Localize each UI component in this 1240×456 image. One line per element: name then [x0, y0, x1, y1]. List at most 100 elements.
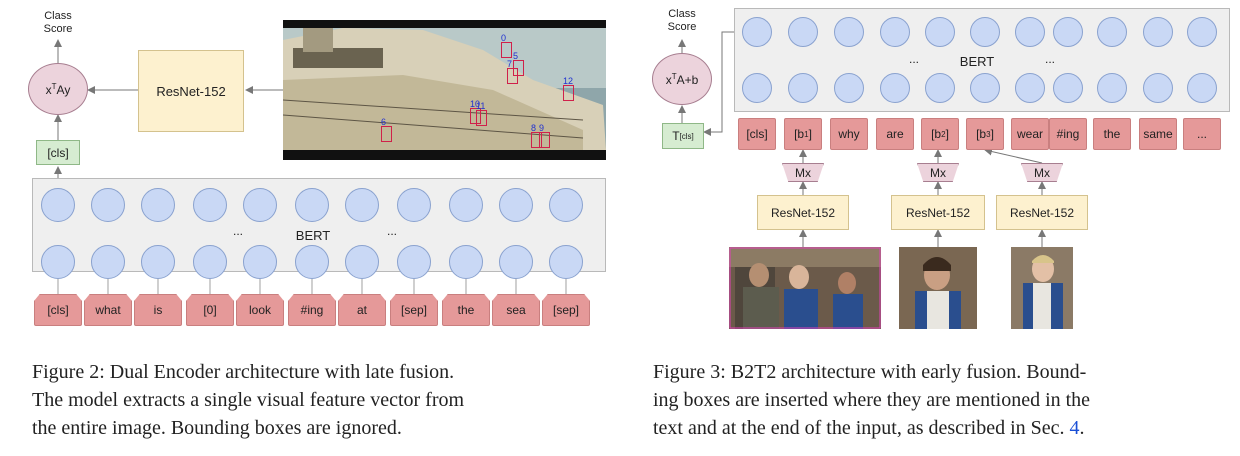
fig2-bert-node — [193, 188, 227, 222]
fig2-bert-node — [397, 245, 431, 279]
fig2-resnet-label: ResNet-152 — [156, 83, 226, 99]
fig2-bounding-box: 7 — [507, 59, 518, 84]
fig2-bert-node — [449, 188, 483, 222]
fig2-token: [0] — [186, 294, 234, 326]
fig3-token: #ing — [1049, 118, 1087, 150]
fig2-bert-node — [397, 188, 431, 222]
fig2-score-fn-text: xTAy — [45, 81, 71, 97]
fig2-bert-node — [91, 188, 125, 222]
fig3-mx-3: Mx — [1021, 163, 1063, 182]
fig2-bounding-box: 0 — [501, 33, 512, 58]
fig3-photo-full — [729, 247, 881, 329]
fig3-bert-label: BERT — [959, 54, 995, 69]
fig3-caption-line-1: Figure 3: B2T2 architecture with early f… — [653, 361, 1087, 383]
fig2-bert-node — [41, 188, 75, 222]
fig3-photo-crop-1 — [899, 247, 977, 329]
fig2-bounding-box: 6 — [381, 117, 392, 142]
fig3-bert-node — [1015, 73, 1045, 103]
fig3-bert-node — [1097, 17, 1127, 47]
fig2-token: #ing — [288, 294, 336, 326]
fig3-bert-node — [970, 17, 1000, 47]
fig3-token: are — [876, 118, 914, 150]
fig2-caption-line-2: The model extracts a single visual featu… — [32, 389, 465, 411]
fig2-bert-node — [295, 245, 329, 279]
fig2-bounding-box-id: 6 — [381, 117, 387, 127]
fig3-bert-node — [880, 17, 910, 47]
fig2-bounding-box-id: 12 — [563, 76, 574, 86]
fig3-caption-line-2: ing boxes are inserted where they are me… — [653, 389, 1091, 411]
fig2-bounding-box: 8 — [531, 123, 542, 148]
fig2-ellipsis-right: ... — [386, 224, 397, 238]
fig3-resnet-2: ResNet-152 — [891, 195, 985, 230]
fig3-class-score-label: Class Score — [667, 8, 697, 33]
fig2-bert-node — [141, 245, 175, 279]
fig3-token: the — [1093, 118, 1131, 150]
fig2-bert-node — [549, 188, 583, 222]
fig3-bert-node — [1053, 17, 1083, 47]
section-4-link[interactable]: 4 — [1069, 417, 1080, 439]
fig3-bert-node — [834, 73, 864, 103]
fig3-bert-node — [1097, 73, 1127, 103]
fig3-token: ... — [1183, 118, 1221, 150]
fig2-bounding-box: 9 — [539, 123, 550, 148]
fig3-mx-2: Mx — [917, 163, 959, 182]
fig2-token: [cls] — [34, 294, 82, 326]
fig3-bert-node — [788, 73, 818, 103]
fig2-bert-node — [91, 245, 125, 279]
fig2-bert-node — [345, 245, 379, 279]
fig3-ellipsis-left: ... — [908, 52, 919, 66]
fig3-caption: Figure 3: B2T2 architecture with early f… — [653, 358, 1227, 442]
fig2-cls-output-label: [cls] — [47, 145, 69, 160]
fig3-caption-line-3: text and at the end of the input, as des… — [653, 417, 1085, 439]
fig2-bert-node — [295, 188, 329, 222]
fig3-bert-node — [1187, 73, 1217, 103]
fig3-token: same — [1139, 118, 1177, 150]
fig2-caption-line-1: Figure 2: Dual Encoder architecture with… — [32, 361, 455, 383]
fig2-bounding-box: 12 — [563, 76, 574, 101]
fig2-score-function: xTAy — [28, 63, 88, 115]
fig2-ellipsis-left: ... — [232, 224, 243, 238]
fig2-token: the — [442, 294, 490, 326]
fig3-token: wear — [1011, 118, 1049, 150]
fig2-token: [sep] — [542, 294, 590, 326]
fig2-token: is — [134, 294, 182, 326]
fig3-bert-node — [742, 17, 772, 47]
fig2-bounding-box-id: 0 — [501, 33, 507, 43]
fig2-bert-node — [243, 188, 277, 222]
fig3-bert-node — [1187, 17, 1217, 47]
fig2-bert-node — [243, 245, 277, 279]
fig2-caption-line-3: the entire image. Bounding boxes are ign… — [32, 417, 402, 439]
fig3-bert-node — [1143, 73, 1173, 103]
fig2-token: sea — [492, 294, 540, 326]
fig2-bounding-box-id: 5 — [513, 51, 519, 61]
fig2-bounding-box: 10 — [470, 99, 481, 124]
fig3-photo-full-illustration — [729, 247, 881, 329]
fig3-bert-node — [788, 17, 818, 47]
fig2-bert-node — [549, 245, 583, 279]
fig3-resnet-3: ResNet-152 — [996, 195, 1088, 230]
fig2-bert-node — [193, 245, 227, 279]
fig3-bert-node — [1015, 17, 1045, 47]
fig3-bert-node — [1143, 17, 1173, 47]
fig3-bert-node — [1053, 73, 1083, 103]
fig3-t-cls-output: T[cls] — [662, 123, 704, 149]
fig3-token: why — [830, 118, 868, 150]
fig3-bert-node — [925, 17, 955, 47]
fig2-cls-output: [cls] — [36, 140, 80, 165]
fig2-token: at — [338, 294, 386, 326]
fig3-resnet-1: ResNet-152 — [757, 195, 849, 230]
fig2-bert-node — [499, 188, 533, 222]
fig2-bert-node — [499, 245, 533, 279]
fig2-resnet-box: ResNet-152 — [138, 50, 244, 132]
fig3-bert-node — [834, 17, 864, 47]
fig3-ellipsis-right: ... — [1044, 52, 1055, 66]
fig2-bert-node — [345, 188, 379, 222]
fig2-bounding-box-id: 10 — [470, 99, 481, 109]
fig3-token: [cls] — [738, 118, 776, 150]
fig2-bert-node — [141, 188, 175, 222]
fig3-score-fn-text: xTA+b — [665, 71, 699, 87]
